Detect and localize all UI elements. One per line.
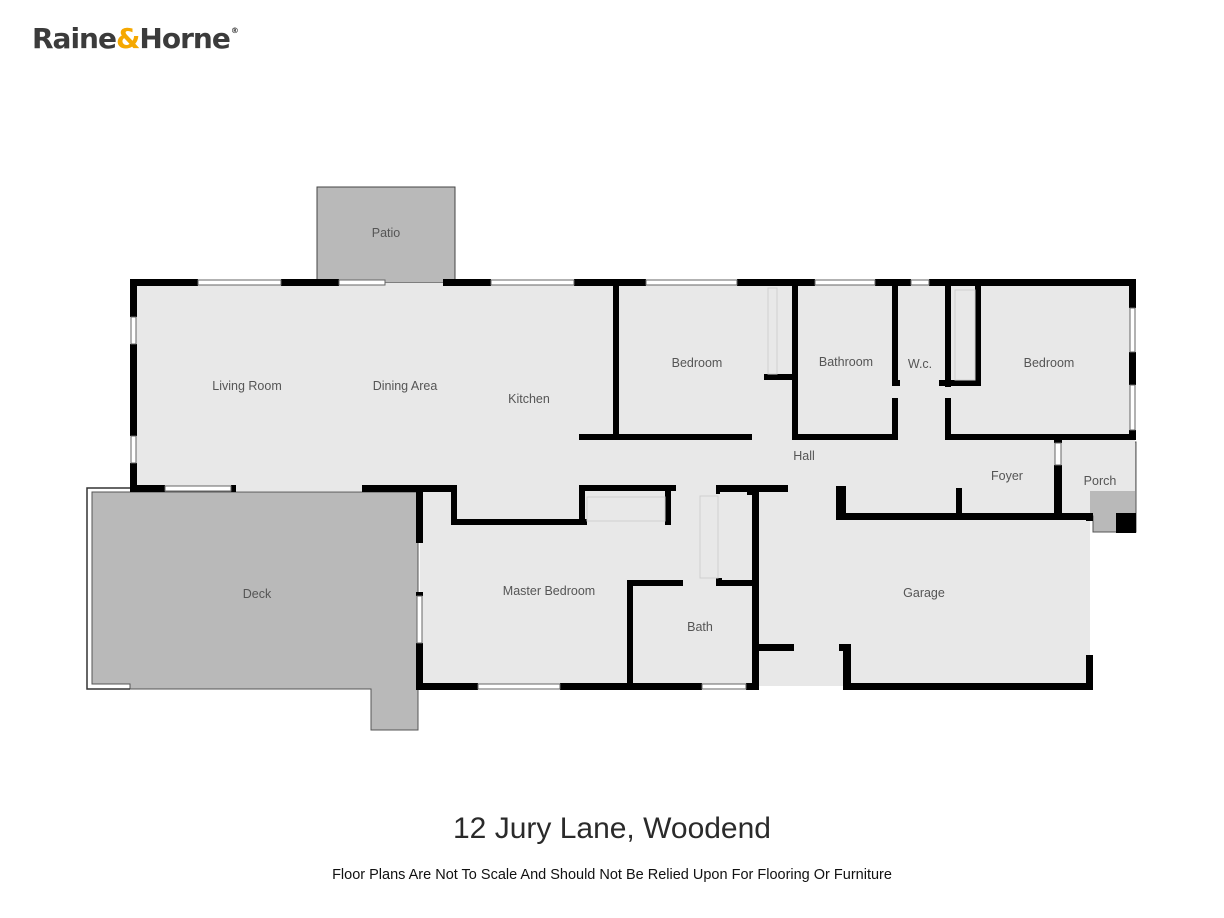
bath-label: Bath <box>687 620 713 634</box>
foyer-label: Foyer <box>991 469 1023 483</box>
living-room-label: Living Room <box>212 379 281 393</box>
floor-plan-disclaimer: Floor Plans Are Not To Scale And Should … <box>332 867 892 883</box>
property-address: 12 Jury Lane, Woodend <box>452 812 771 845</box>
windows <box>130 279 1136 690</box>
hall-label: Hall <box>793 449 815 463</box>
registered-mark: ® <box>230 26 239 35</box>
bedroom-2-label: Bedroom <box>1024 356 1075 370</box>
master-bedroom-label: Master Bedroom <box>503 584 595 598</box>
deck-area <box>91 491 419 731</box>
brand-name-horne: Horne <box>139 22 230 55</box>
deck-label: Deck <box>243 587 272 601</box>
door-tracks <box>586 287 976 579</box>
dining-area-label: Dining Area <box>373 379 438 393</box>
walls <box>130 279 1136 690</box>
porch-label: Porch <box>1084 474 1117 488</box>
kitchen-label: Kitchen <box>508 392 550 406</box>
wc-label: W.c. <box>908 357 932 371</box>
deck-railing <box>86 487 130 690</box>
bedroom-1-label: Bedroom <box>672 356 723 370</box>
garage-label: Garage <box>903 586 945 600</box>
bathroom-label: Bathroom <box>819 355 873 369</box>
brand-logo: Raine&Horne® <box>32 22 239 55</box>
brand-ampersand: & <box>115 22 140 55</box>
brand-name-raine: Raine <box>32 22 117 55</box>
patio-label: Patio <box>372 226 401 240</box>
